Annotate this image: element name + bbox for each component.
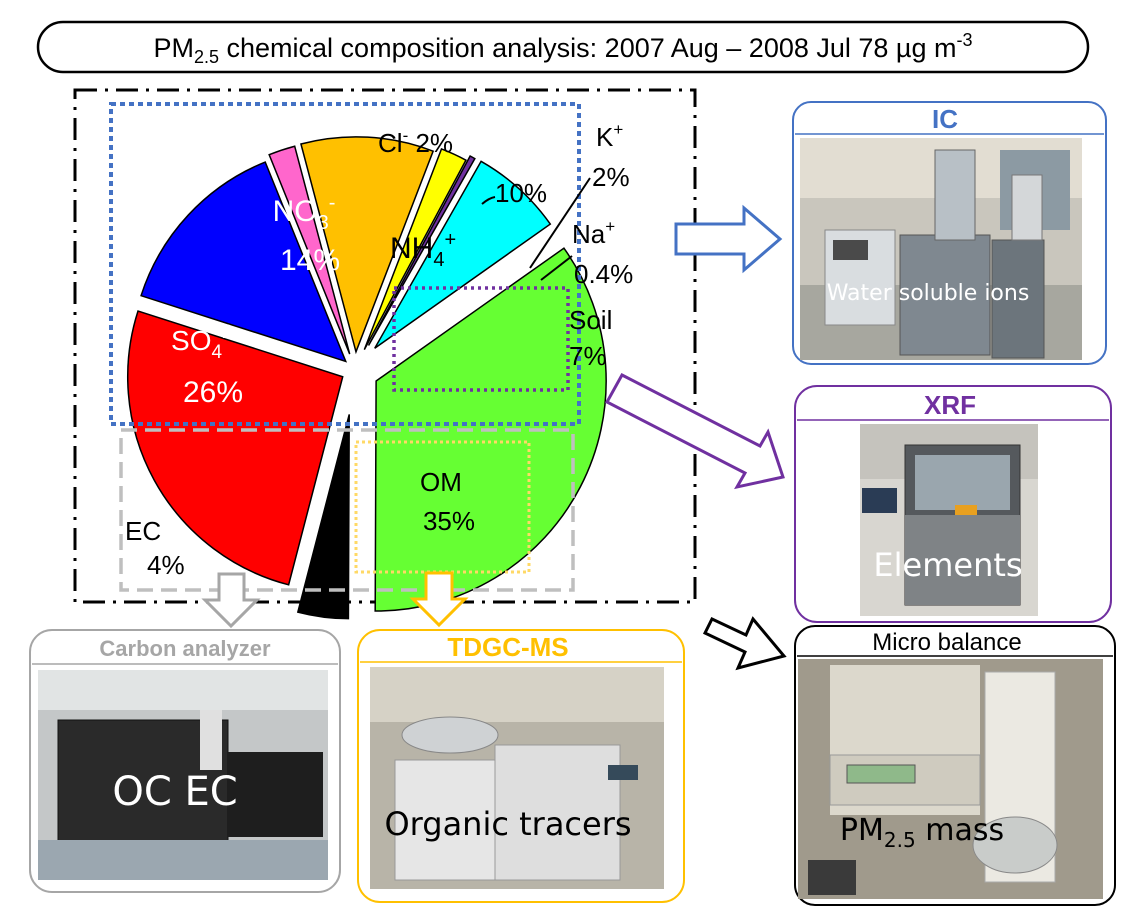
tdgc-ms-title: TDGC-MS (447, 632, 568, 662)
carbon-analyzer-panel: Carbon analyzer OC EC (29, 629, 341, 893)
label-soil-pct: 7% (569, 341, 607, 371)
xrf-photo-label: Elements (873, 546, 1022, 584)
label-soil: Soil (569, 305, 612, 335)
carbon-frame (119, 428, 575, 592)
label-so4: SO42- (171, 322, 239, 363)
label-k: K+ (596, 120, 623, 152)
elements-frame (392, 286, 570, 392)
ic-title: IC (932, 104, 958, 134)
tdgc-arrow (409, 571, 469, 628)
tdgc-ms-photo (370, 667, 664, 889)
xrf-arrow (604, 373, 785, 490)
ic-photo (800, 138, 1082, 360)
carbon-analyzer-photo (38, 670, 328, 880)
pie-slice-soil (374, 160, 552, 349)
label-om: OM (420, 467, 462, 497)
xrf-panel: XRF Elements (794, 385, 1112, 623)
page-title: PM2.5 chemical composition analysis: 200… (153, 30, 972, 67)
ic-arrow (674, 204, 783, 274)
pie-slice-cl (268, 145, 351, 355)
label-nh4-pct: 10% (495, 178, 547, 208)
label-cl: Cl- 2% (378, 126, 453, 158)
label-om-pct: 35% (423, 506, 475, 536)
balance-arrow (702, 616, 787, 671)
ic-photo-label: Water soluble ions (827, 281, 1030, 306)
micro-balance-photo-label: PM2.5 mass (840, 813, 1004, 852)
xrf-title: XRF (924, 390, 976, 420)
pie-slice-no3 (140, 161, 348, 363)
carbon-analyzer-title: Carbon analyzer (99, 636, 271, 661)
label-ec-pct: 4% (147, 550, 185, 580)
tdgc-ms-photo-label: Organic tracers (384, 805, 631, 843)
nh4-leader-line (481, 196, 496, 205)
micro-balance-photo (798, 659, 1103, 899)
ic-panel: IC Water soluble ions (792, 101, 1107, 365)
xrf-photo (860, 424, 1038, 616)
title-banner: PM2.5 chemical composition analysis: 200… (36, 20, 1090, 74)
organics-frame (354, 440, 531, 574)
na-leader-line (540, 255, 573, 281)
tdgc-ms-panel: TDGC-MS Organic tracers (357, 629, 685, 903)
label-no3-pct: 14% (280, 244, 340, 277)
pie-slice-so4 (127, 310, 344, 586)
label-so4-pct: 26% (183, 376, 243, 409)
carbon-arrow (201, 572, 261, 629)
k-leader-line (529, 177, 591, 269)
pie-slice-nh4 (300, 136, 435, 355)
label-k-pct: 2% (592, 162, 630, 192)
label-no3: NO3- (273, 192, 336, 234)
carbon-analyzer-photo-label: OC EC (112, 769, 237, 815)
label-nh4: NH4+ (390, 229, 456, 271)
pie-slice-k (363, 147, 467, 350)
arrows (201, 204, 787, 671)
pie-slice-ec (296, 414, 350, 620)
label-ec: EC (125, 516, 161, 546)
label-na: Na+ (572, 217, 615, 249)
ions-frame (109, 102, 581, 426)
label-na-pct: 0.4% (574, 259, 633, 289)
micro-balance-panel: Micro balance PM2.5 mass (794, 625, 1116, 906)
micro-balance-title: Micro balance (872, 629, 1021, 656)
pie-labels: NO3- 14% SO42- 26% Cl- 2% NH4+ 10% K+ 2%… (125, 120, 633, 580)
